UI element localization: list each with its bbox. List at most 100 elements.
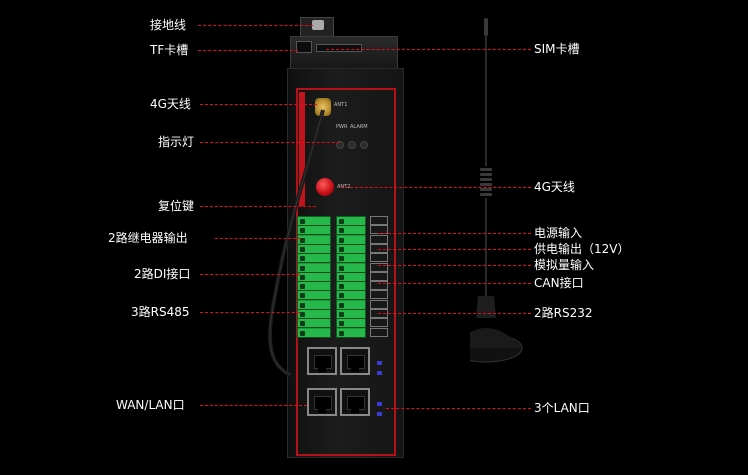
label-sim-slot: SIM卡槽 — [534, 42, 580, 56]
lan-port[interactable] — [340, 347, 370, 375]
indicator-leds: PWR ALARM — [336, 124, 372, 153]
terminal-screw-icon — [339, 237, 344, 243]
led-icon — [336, 141, 344, 149]
terminal-screw-icon — [300, 312, 305, 317]
terminal-screw-icon — [339, 284, 344, 290]
terminal-screw-icon — [300, 293, 305, 299]
terminal-row — [298, 217, 330, 226]
terminal-screw-icon — [300, 284, 305, 290]
label-tf-slot: TF卡槽 — [150, 43, 189, 57]
pin-label-box — [370, 318, 388, 328]
terminal-screw-icon — [300, 330, 305, 336]
terminal-screw-icon — [339, 256, 344, 262]
leader-relay — [215, 238, 301, 239]
terminal-row — [298, 226, 330, 236]
pin-label-box — [370, 243, 388, 253]
pin-label-box — [370, 253, 388, 263]
pin-label-box — [370, 234, 388, 244]
terminal-screw-icon — [339, 228, 344, 234]
leader-lan3 — [386, 408, 531, 409]
terminal-screw-icon — [339, 293, 344, 299]
terminal-row — [337, 328, 365, 338]
lan-status-led — [377, 361, 382, 365]
ant1-label: ANT1 — [334, 102, 348, 108]
leader-tf — [198, 50, 298, 51]
wan-lan-port[interactable] — [307, 347, 337, 375]
terminal-row — [337, 272, 365, 282]
leader-rs232 — [378, 313, 531, 314]
terminal-row — [337, 217, 365, 226]
terminal-row — [337, 300, 365, 310]
label-relay-output: 2路继电器输出 — [108, 231, 188, 245]
pin-label-box — [370, 290, 388, 300]
label-4g-antenna: 4G天线 — [150, 97, 191, 111]
label-power-output: 供电输出（12V） — [534, 242, 630, 256]
label-indicator: 指示灯 — [158, 135, 195, 149]
label-ground: 接地线 — [150, 18, 187, 32]
lan-status-led — [377, 412, 382, 416]
terminal-row — [298, 310, 330, 319]
leader-4g-ant2 — [340, 187, 531, 188]
terminal-screw-icon — [339, 265, 344, 271]
label-can: CAN接口 — [534, 276, 584, 290]
terminal-row — [298, 291, 330, 301]
label-reset: 复位键 — [158, 199, 195, 213]
terminal-row — [337, 235, 365, 245]
pin-label-box — [370, 216, 388, 225]
led-alarm-label: ALARM — [350, 124, 368, 130]
tf-card-slot — [296, 41, 312, 53]
terminal-screw-icon — [300, 256, 305, 262]
lan-status-led — [377, 371, 382, 375]
pin-label-box — [370, 271, 388, 281]
label-4g-antenna-2: 4G天线 — [534, 180, 575, 194]
label-lan-ports: 3个LAN口 — [534, 401, 590, 415]
pin-label-box — [370, 327, 388, 337]
leader-wanlan — [200, 405, 307, 406]
label-rs485: 3路RS485 — [131, 305, 190, 319]
pin-label-box — [370, 281, 388, 291]
lan-port[interactable] — [307, 388, 337, 416]
antenna-connector-icon — [315, 98, 331, 116]
leader-indicator — [200, 142, 340, 143]
terminal-row — [337, 291, 365, 301]
terminal-row — [337, 254, 365, 264]
leader-power-out — [378, 249, 531, 250]
reset-button[interactable] — [316, 178, 334, 196]
sim-card-slot — [316, 44, 362, 52]
lan-port[interactable] — [340, 388, 370, 416]
terminal-screw-icon — [300, 321, 305, 327]
terminal-screw-icon — [300, 274, 305, 280]
led-icon — [348, 141, 356, 149]
led-icon — [360, 141, 368, 149]
terminal-screw-icon — [339, 219, 344, 224]
terminal-row — [298, 254, 330, 264]
label-analog-input: 模拟量输入 — [534, 258, 595, 272]
terminal-screw-icon — [339, 312, 344, 317]
terminal-screw-icon — [300, 302, 305, 308]
terminal-row — [337, 226, 365, 236]
terminal-row — [298, 328, 330, 338]
leader-can — [378, 283, 531, 284]
pin-label-box — [370, 262, 388, 272]
leader-power-in — [378, 233, 531, 234]
terminal-row — [337, 263, 365, 273]
terminal-screw-icon — [300, 265, 305, 271]
ground-screw-icon — [312, 20, 324, 30]
brand-strip — [299, 92, 305, 206]
led-pwr-label: PWR — [336, 124, 348, 130]
terminal-row — [298, 272, 330, 282]
terminal-screw-icon — [300, 237, 305, 243]
terminal-screw-icon — [339, 321, 344, 327]
terminal-screw-icon — [300, 246, 305, 252]
leader-di — [200, 274, 300, 275]
label-wan-lan: WAN/LAN口 — [116, 398, 185, 412]
leader-4g-ant — [200, 104, 317, 105]
terminal-row — [298, 319, 330, 329]
pin-label-box — [370, 299, 388, 309]
label-di: 2路DI接口 — [134, 267, 191, 281]
terminal-screw-icon — [339, 302, 344, 308]
terminal-row — [298, 282, 330, 292]
leader-ground — [198, 25, 313, 26]
terminal-screw-icon — [339, 330, 344, 336]
lan-status-led — [377, 402, 382, 406]
